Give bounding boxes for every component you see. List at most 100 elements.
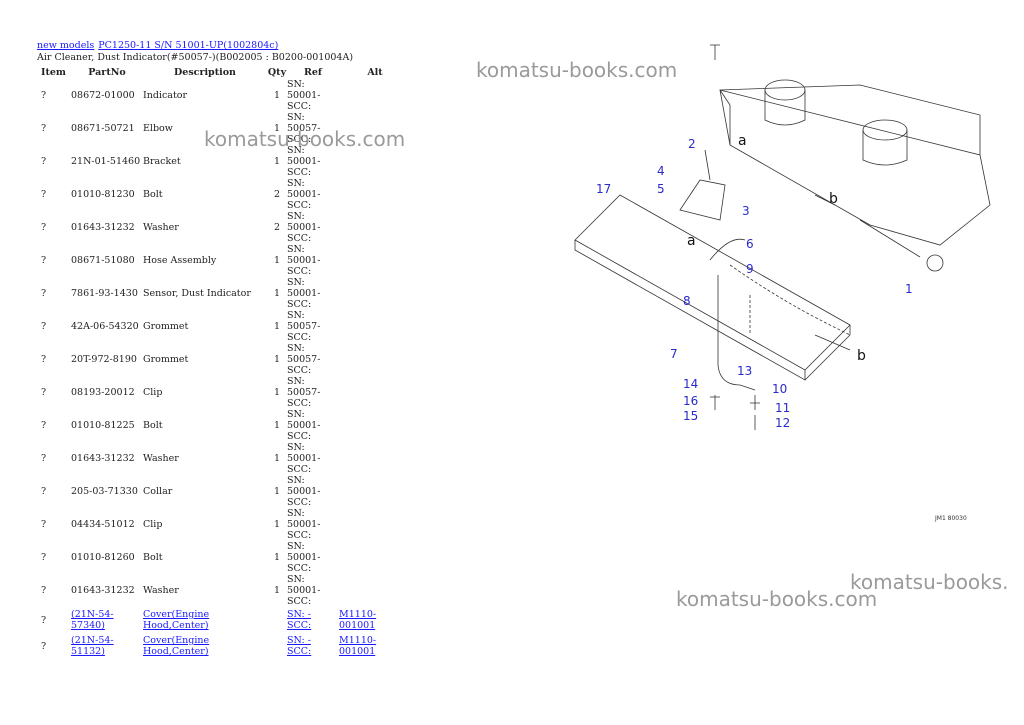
alt-cell	[339, 343, 411, 376]
ref-serial: SN: -	[287, 635, 311, 646]
ref-serial: SN: -	[287, 609, 311, 620]
breadcrumb-new-models-link[interactable]: new models	[37, 40, 95, 51]
ref-cell: SN: 50001-SCC:	[287, 244, 339, 277]
ref-text: SN: 50057-SCC:	[287, 310, 320, 343]
item-cell: ?	[41, 189, 47, 200]
ref-cell: SN: 50001-SCC:	[287, 574, 339, 607]
ref-scc: SCC:	[287, 332, 312, 343]
description-cell: Grommet	[143, 321, 189, 332]
ref-text: SN: 50001-SCC:	[287, 211, 320, 244]
item-cell: ?	[41, 585, 47, 596]
ref-link[interactable]: SN: -SCC:	[287, 609, 311, 631]
qty-cell: 1	[273, 585, 281, 596]
alt-cell: M1110-001001	[339, 633, 411, 659]
ref-scc: SCC:	[287, 299, 312, 310]
ref-serial: SN: 50001-	[287, 574, 321, 596]
ref-cell: SN: 50001-SCC:	[287, 145, 339, 178]
qty-cell: 1	[273, 420, 281, 431]
partno-cell: 01643-31232	[71, 222, 135, 233]
ref-link[interactable]: SN: -SCC:	[287, 635, 311, 657]
ref-text: SN: 50001-SCC:	[287, 442, 320, 475]
ref-serial: SN: 50001-	[287, 541, 321, 563]
ref-text: SN: 50057-SCC:	[287, 376, 320, 409]
ref-text: SN: 50001-SCC:	[287, 508, 320, 541]
description-cell: Indicator	[143, 90, 188, 101]
callout-label: 7	[670, 347, 678, 361]
alt-cell-link[interactable]: M1110-001001	[339, 609, 377, 631]
alt-cell: M1110-001001	[339, 607, 411, 633]
qty-cell: 1	[273, 288, 281, 299]
ref-serial: SN: 50001-	[287, 79, 321, 101]
description-cell: Clip	[143, 519, 163, 530]
ref-scc: SCC:	[287, 134, 312, 145]
alt-cell-link[interactable]: M1110-001001	[339, 635, 377, 657]
diagram-callouts: 1 2 3 4 5 6 7 8 9 10 11 12 13 14 15 16 1…	[596, 133, 913, 430]
alt-cell	[339, 541, 411, 574]
description-cell: Washer	[143, 453, 179, 464]
ref-serial: SN: 50001-	[287, 277, 321, 299]
arrow-label: a	[738, 133, 747, 149]
ref-cell: SN: 50001-SCC:	[287, 442, 339, 475]
watermark: komatsu-books.com	[204, 127, 406, 151]
ref-serial: SN: 50001-	[287, 442, 321, 464]
callout-label: 12	[775, 416, 790, 430]
qty-cell: 1	[273, 354, 281, 365]
partno-cell: 205-03-71330	[71, 486, 138, 497]
description-cell-link[interactable]: Cover(Engine Hood,Center)	[143, 635, 210, 657]
description-cell: Washer	[143, 585, 179, 596]
qty-cell: 1	[273, 387, 281, 398]
qty-cell	[267, 607, 287, 633]
callout-label: 1	[905, 282, 913, 296]
ref-text: SN: 50001-SCC:	[287, 574, 320, 607]
ref-cell: SN: 50001-SCC:	[287, 79, 339, 112]
callout-label: 4	[657, 164, 665, 178]
item-cell: ?	[41, 255, 47, 266]
diagram-lines	[574, 44, 991, 430]
item-cell: ?	[41, 156, 47, 167]
description-cell-link[interactable]: Cover(Engine Hood,Center)	[143, 609, 210, 631]
callout-label: 10	[772, 382, 787, 396]
ref-serial: SN: 50057-	[287, 343, 321, 365]
ref-scc: SCC:	[287, 101, 312, 112]
partno-cell: 01643-31232	[71, 585, 135, 596]
callout-label: 2	[688, 137, 696, 151]
alt-cell	[339, 211, 411, 244]
ref-cell: SN: -SCC:	[287, 607, 339, 633]
partno-cell: 08671-50721	[71, 123, 135, 134]
parts-diagram: 1 2 3 4 5 6 7 8 9 10 11 12 13 14 15 16 1…	[574, 44, 991, 430]
ref-serial: SN: 50001-	[287, 211, 321, 233]
ref-cell: SN: 50001-SCC:	[287, 178, 339, 211]
ref-cell: SN: -SCC:	[287, 633, 339, 659]
alt-cell	[339, 574, 411, 607]
callout-label: 14	[683, 377, 698, 391]
partno-cell: 08193-20012	[71, 387, 135, 398]
breadcrumb-model-link[interactable]: PC1250-11 S/N 51001-UP(1002804c)	[98, 40, 279, 51]
ref-serial: SN: 50057-	[287, 310, 321, 332]
ref-text: SN: 50001-SCC:	[287, 475, 320, 508]
description-cell: Hose Assembly	[143, 255, 217, 266]
ref-cell: SN: 50057-SCC:	[287, 376, 339, 409]
description-cell: Washer	[143, 222, 179, 233]
ref-scc: SCC:	[287, 646, 312, 657]
ref-scc: SCC:	[287, 398, 312, 409]
partno-cell-link[interactable]: (21N-54-51132)	[71, 635, 114, 657]
page-title: Air Cleaner, Dust Indicator(#50057-)(B00…	[37, 52, 354, 63]
partno-cell: 01010-81230	[71, 189, 135, 200]
alt-cell	[339, 310, 411, 343]
diagram-code: JM1 80030	[935, 515, 967, 522]
alt-cell	[339, 244, 411, 277]
ref-cell: SN: 50057-SCC:	[287, 112, 339, 145]
callout-label: 3	[742, 204, 750, 218]
partno-cell-link[interactable]: (21N-54-57340)	[71, 609, 114, 631]
ref-text: SN: 50057-SCC:	[287, 343, 320, 376]
description-cell: Cover(Engine Hood,Center)	[143, 633, 267, 659]
col-header-qty: Qty	[267, 66, 287, 78]
